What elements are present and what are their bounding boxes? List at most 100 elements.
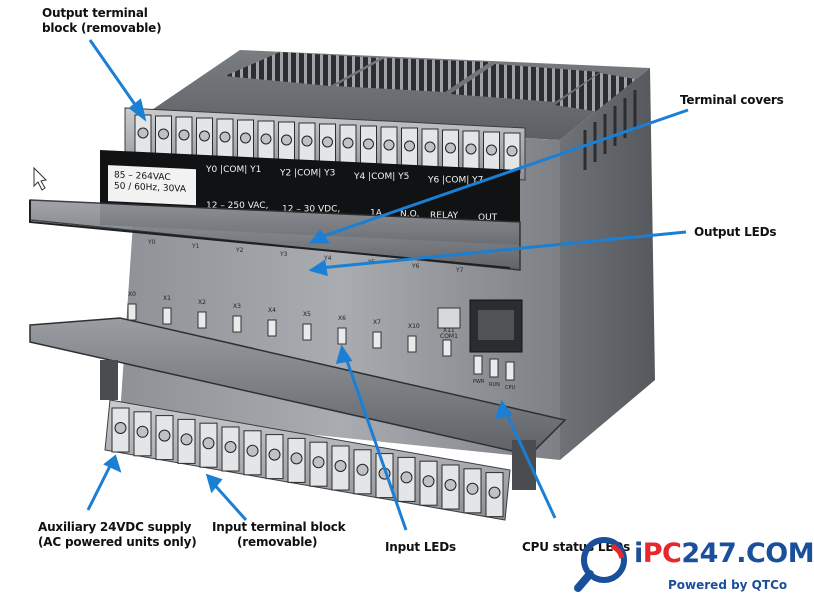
output-led-label: Y0 — [147, 239, 156, 246]
screw-icon — [180, 433, 193, 446]
input-led — [162, 307, 172, 325]
output-led-label: Y6 — [411, 263, 420, 270]
screw-icon — [136, 425, 149, 438]
screw-icon — [260, 133, 272, 145]
output-group-label: Y2 |COM| Y3 — [279, 169, 335, 179]
screw-icon — [301, 135, 313, 147]
screw-icon — [334, 460, 347, 472]
input-led-label: X3 — [233, 303, 241, 310]
input-led-label: X2 — [198, 299, 206, 306]
svg-text:COM1: COM1 — [440, 333, 458, 340]
screw-icon — [445, 142, 456, 154]
screw-icon — [356, 463, 369, 476]
screw-icon — [466, 482, 479, 495]
output-spec-label: RELAY — [430, 211, 459, 221]
power-rating-line2: 50 / 60Hz, 30VA — [114, 181, 187, 194]
screw-icon — [246, 444, 259, 457]
com1-port: COM1 — [437, 299, 523, 353]
input-led-label: X0 — [128, 291, 136, 298]
arrow-terminal-covers — [317, 108, 689, 240]
label-terminal-covers: Terminal covers — [680, 93, 784, 107]
screw-icon — [312, 456, 325, 469]
arrow-output-leds — [319, 230, 687, 270]
cpu-led-label: PWR — [473, 379, 485, 385]
screw-icon — [240, 132, 251, 144]
label-auxiliary-supply: Auxiliary 24VDC supply (AC powered units… — [38, 520, 197, 549]
input-led — [197, 311, 207, 329]
screw-icon — [465, 143, 477, 155]
input-led — [232, 315, 242, 333]
screw-icon — [444, 479, 457, 491]
arrow-output-terminal-block — [88, 39, 138, 107]
input-led-label: X7 — [373, 319, 381, 326]
screw-icon — [158, 128, 169, 140]
screw-icon — [404, 140, 415, 152]
output-group-label: Y4 |COM| Y5 — [353, 172, 409, 182]
power-rating-line1: 85 – 264VAC — [114, 170, 171, 183]
side-vents — [583, 90, 637, 170]
callout-arrows — [86, 39, 689, 531]
screw-icon — [363, 138, 374, 150]
screw-icon — [268, 448, 281, 461]
output-group-label: Y6 |COM| Y7 — [427, 176, 483, 186]
input-led-label: X11 — [443, 327, 455, 334]
output-led-label: Y4 — [323, 255, 332, 262]
input-led — [302, 323, 312, 341]
screw-icon — [137, 127, 149, 139]
cpu-status-led — [505, 361, 515, 381]
label-cpu-status-leds: CPU status LEDs — [522, 540, 631, 554]
arrow-aux-supply — [86, 465, 112, 511]
screw-icon — [342, 137, 354, 149]
arrow-cpu-status — [503, 409, 557, 519]
input-led — [127, 303, 137, 321]
logo-tagline: Powered by QTCo — [668, 578, 788, 592]
screw-icon — [202, 437, 215, 450]
cpu-status-led — [489, 358, 499, 378]
screw-icon — [224, 441, 237, 453]
input-led-label: X4 — [268, 307, 276, 314]
input-terminal-block — [104, 399, 511, 521]
input-led-label: X6 — [338, 315, 346, 322]
screw-icon — [158, 429, 171, 442]
screw-icon — [383, 139, 395, 151]
input-led-label: X10 — [408, 323, 420, 330]
output-led-label: Y1 — [191, 243, 200, 250]
screw-icon — [114, 422, 127, 434]
arrow-input-leds — [343, 354, 408, 531]
input-led — [372, 331, 382, 349]
output-led-label: Y2 — [235, 247, 244, 254]
screw-icon — [199, 130, 210, 142]
arrow-input-terminal-block — [210, 480, 248, 522]
output-led-label: Y7 — [455, 267, 464, 274]
screw-icon — [281, 134, 292, 146]
input-terminal-cover — [29, 317, 567, 456]
input-led-label: X1 — [163, 295, 171, 302]
label-input-leds: Input LEDs — [385, 540, 457, 554]
input-led — [407, 335, 417, 353]
logo-wordmark: iPC247.COM — [634, 538, 814, 569]
screw-icon — [178, 129, 190, 141]
input-led — [337, 327, 347, 345]
cover-edge — [29, 200, 511, 269]
screw-icon — [488, 486, 501, 499]
screw-icon — [486, 144, 497, 156]
screw-icon — [400, 471, 413, 484]
screw-icon — [422, 475, 435, 488]
output-spec-label: 1A — [370, 208, 383, 218]
output-spec-label: 12 – 30 VDC, — [282, 204, 340, 214]
label-output-leds: Output LEDs — [694, 225, 777, 239]
input-led — [267, 319, 277, 337]
input-led — [442, 339, 452, 357]
screw-icon — [322, 136, 333, 148]
input-led-label: X5 — [303, 311, 311, 318]
output-spec-label: 12 – 250 VAC, — [206, 201, 268, 211]
screw-icon — [506, 145, 518, 157]
output-group-label: Y0 |COM| Y1 — [205, 165, 261, 175]
ipc247-logo: iPC247.COM Powered by QTCo — [570, 528, 814, 598]
screw-icon — [424, 141, 436, 153]
cursor-icon — [33, 166, 48, 191]
screw-icon — [290, 452, 303, 465]
